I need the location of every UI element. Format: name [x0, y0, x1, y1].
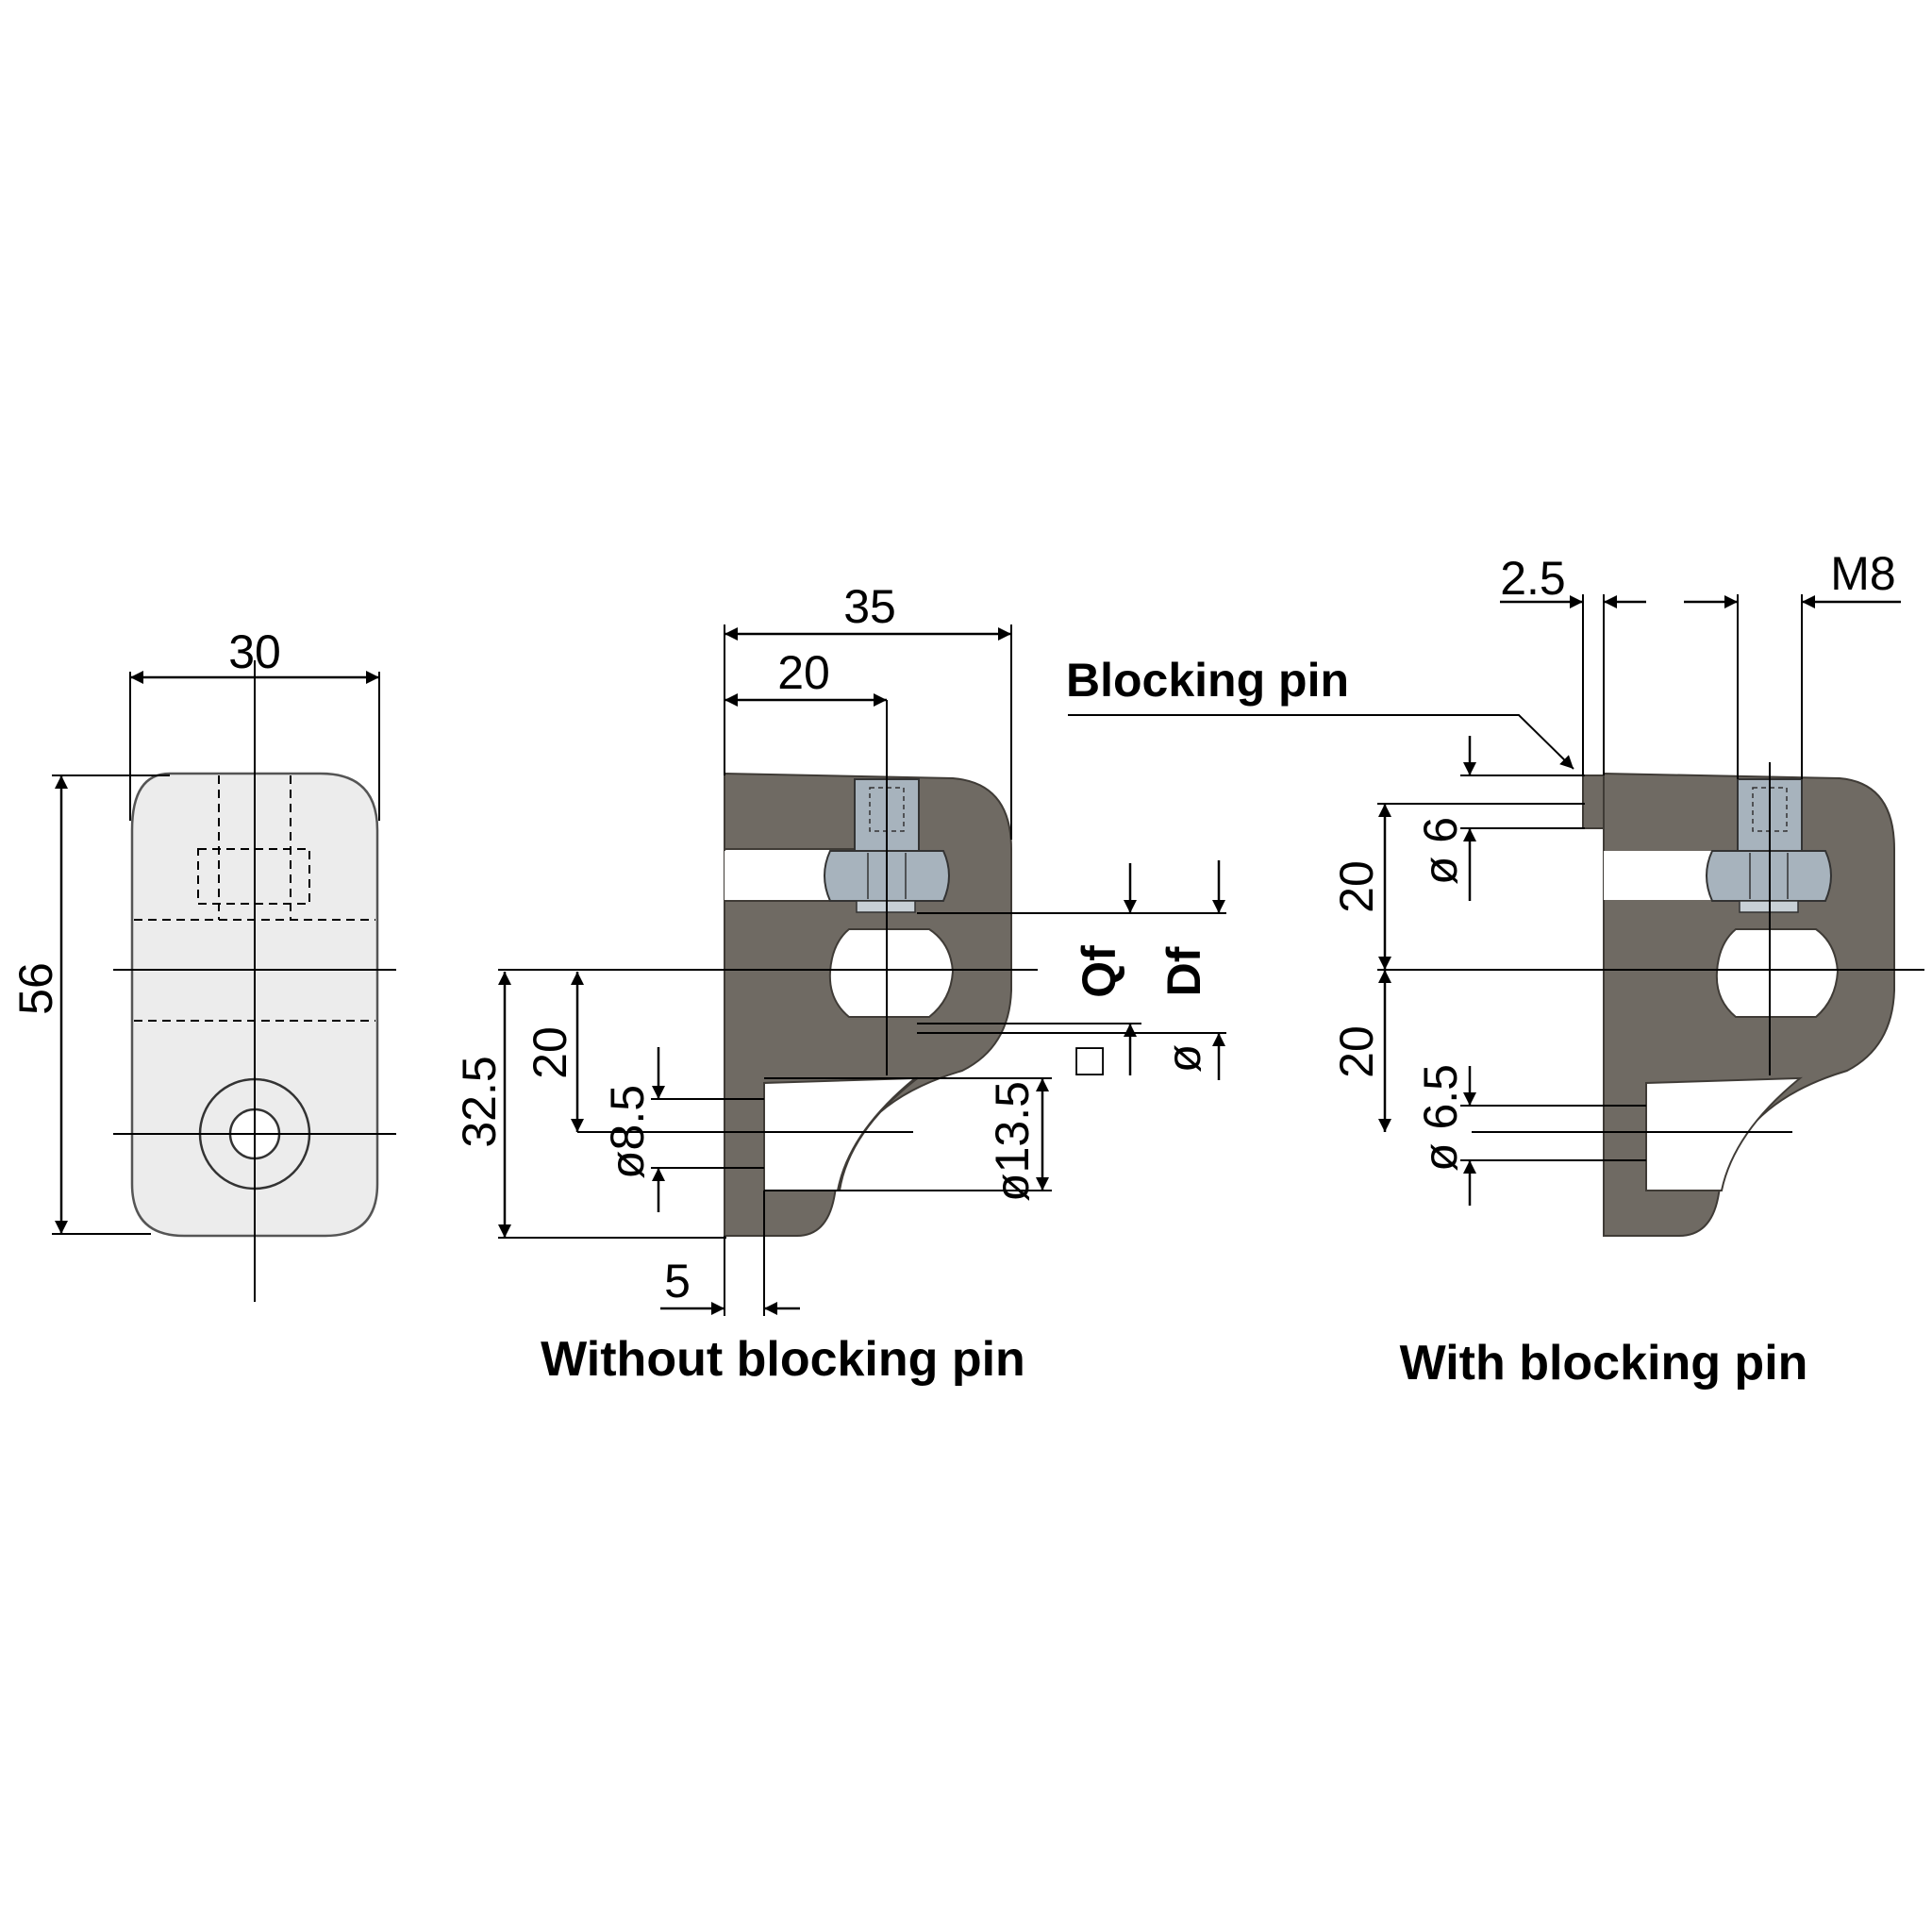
hole-dia-label: ø 6.5 — [1414, 1064, 1467, 1172]
qf-label: Qf — [1073, 945, 1125, 998]
hole-recess — [763, 1076, 918, 1191]
overall-width-label: 35 — [843, 580, 896, 633]
callout-leader — [1068, 714, 1574, 770]
pin-dia-label: ø 6 — [1414, 817, 1467, 885]
front-width-label: 30 — [228, 625, 281, 678]
hole-dia-label: ø8.5 — [601, 1085, 654, 1179]
with-pin-caption: With blocking pin — [1400, 1336, 1808, 1391]
without-pin-view: 35 20 32.5 20 ø8.5 ø13.5 5 — [453, 580, 1226, 1387]
hidden-nut-slot — [197, 848, 310, 905]
hole-recess — [1645, 1076, 1803, 1191]
pin-offset-label: 2.5 — [1500, 552, 1566, 605]
counterbore-dia-label: ø13.5 — [986, 1081, 1039, 1202]
qf-square-symbol: □ — [1061, 1046, 1114, 1075]
upper-offset-label: 20 — [1330, 860, 1383, 913]
front-height-label: 56 — [9, 962, 62, 1015]
bore — [1715, 928, 1840, 1018]
without-pin-caption: Without blocking pin — [541, 1332, 1025, 1387]
df-dia-symbol: ø — [1158, 1044, 1210, 1074]
bore — [828, 928, 955, 1018]
screw-offset-label: 20 — [777, 646, 830, 699]
total-height-label: 32.5 — [453, 1056, 506, 1147]
front-view: 30 56 — [9, 625, 396, 1302]
df-label: Df — [1158, 946, 1210, 996]
hole-offset-label: 20 — [524, 1026, 576, 1079]
blocking-pin-callout: Blocking pin — [1066, 654, 1349, 707]
with-pin-view: 2.5 M8 Blocking pin ø 6 20 20 ø 6.5 With… — [1066, 547, 1924, 1391]
slot-width-label: 5 — [664, 1255, 691, 1307]
blocking-pin — [1582, 774, 1605, 829]
thread-label: M8 — [1830, 547, 1895, 600]
lower-offset-label: 20 — [1330, 1025, 1383, 1078]
